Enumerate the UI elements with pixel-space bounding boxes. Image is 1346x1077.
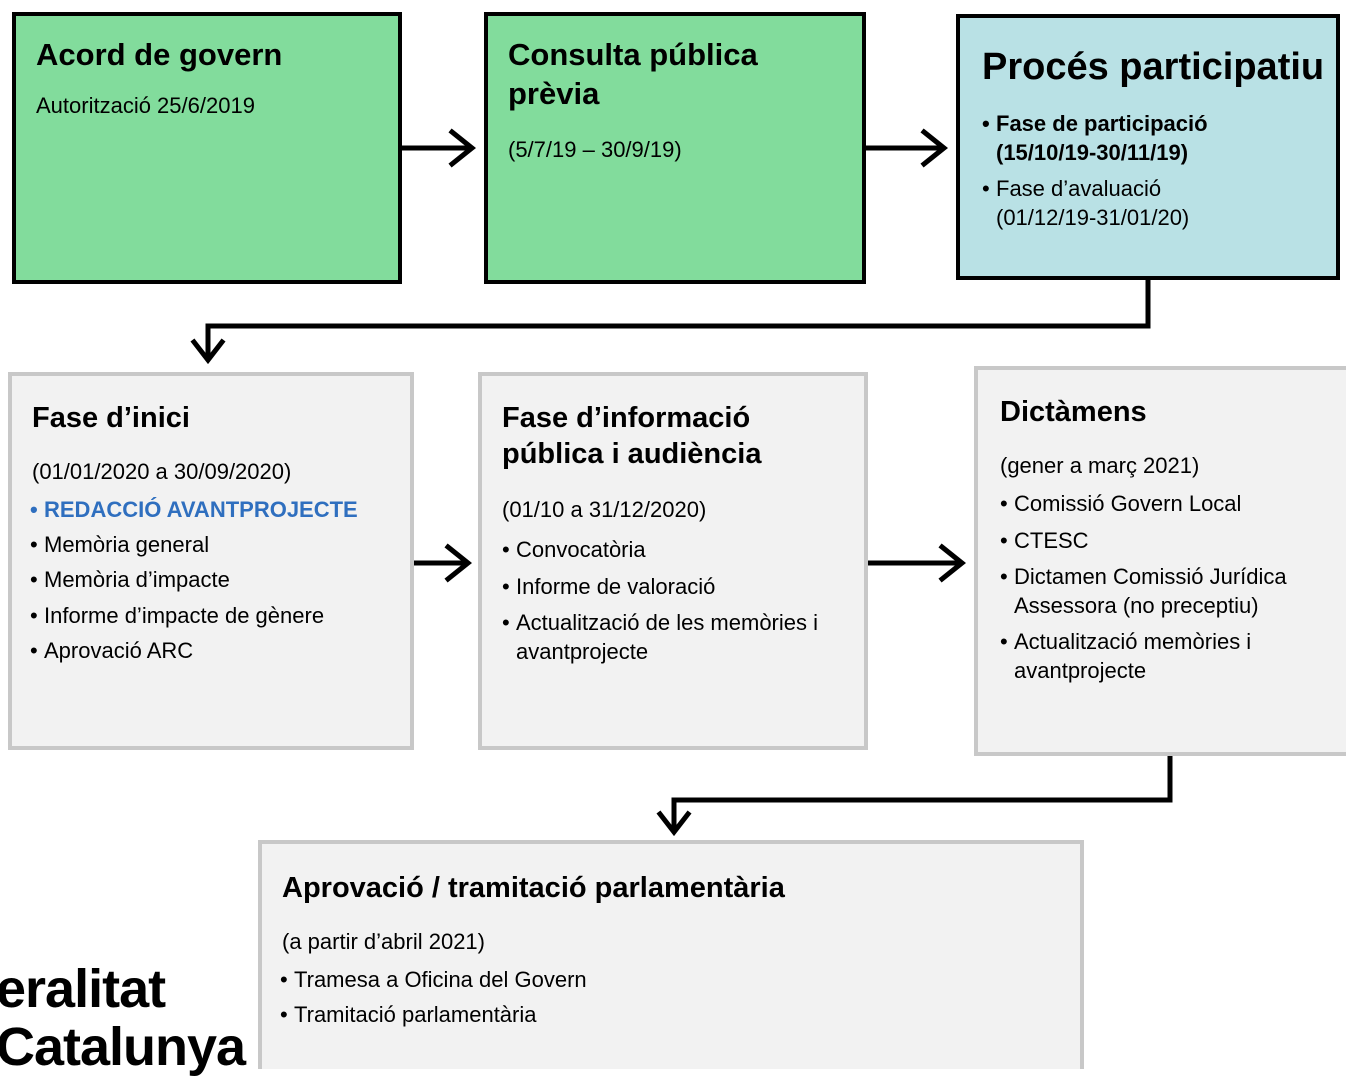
aprovacio-item: Tramitació parlamentària — [280, 997, 880, 1032]
inici-item: Memòria general — [30, 527, 410, 562]
dictamens-items: Comissió Govern Local CTESC Dictamen Com… — [1000, 490, 1330, 694]
inici-title: Fase d’inici — [32, 402, 190, 434]
dictamens-box: Dictàmens (gener a març 2021) Comissió G… — [974, 366, 1346, 756]
informacio-item: Actualització de les memòries i avantpro… — [502, 609, 842, 666]
arrow-proces-inici — [205, 279, 1151, 361]
informacio-items: Convocatòria Informe de valoració Actual… — [502, 536, 842, 674]
dictamens-item: Dictamen Comissió Jurídica Assessora (no… — [1000, 563, 1330, 620]
proces-item: Fase de participació (15/10/19-30/11/19) — [982, 110, 1322, 167]
acord-de-govern-box: Acord de govern Autorització 25/6/2019 — [12, 12, 402, 284]
logo-line-2: Catalunya — [0, 1017, 246, 1077]
proces-title: Procés participatiu — [982, 46, 1325, 88]
aprovacio-subtitle: (a partir d’abril 2021) — [282, 929, 485, 954]
generalitat-logo: eralitat Catalunya — [0, 959, 246, 1077]
aprovacio-items: Tramesa a Oficina del Govern Tramitació … — [280, 962, 880, 1033]
inici-item: Aprovació ARC — [30, 633, 410, 668]
proces-participatiu-box: Procés participatiu Fase de participació… — [956, 14, 1340, 280]
proces-items: Fase de participació (15/10/19-30/11/19)… — [982, 110, 1322, 240]
informacio-item: Informe de valoració — [502, 573, 842, 602]
dictamens-title: Dictàmens — [1000, 396, 1147, 428]
aprovacio-item: Tramesa a Oficina del Govern — [280, 962, 880, 997]
inici-item: REDACCIÓ AVANTPROJECTE — [30, 492, 410, 527]
aprovacio-title: Aprovació / tramitació parlamentària — [282, 872, 785, 904]
proces-item-label: Fase d’avaluació — [996, 176, 1162, 202]
proces-item-label: Fase de participació — [996, 111, 1208, 136]
consulta-publica-box: Consulta pública prèvia (5/7/19 – 30/9/1… — [484, 12, 866, 284]
informacio-item: Convocatòria — [502, 536, 842, 565]
dictamens-subtitle: (gener a març 2021) — [1000, 453, 1200, 478]
inici-item: Informe d’impacte de gènere — [30, 598, 410, 633]
aprovacio-box: Aprovació / tramitació parlamentària (a … — [258, 840, 1084, 1069]
consulta-title: Consulta pública prèvia — [508, 37, 758, 111]
proces-item: Fase d’avaluació (01/12/19-31/01/20) — [982, 175, 1322, 232]
dictamens-item: Comissió Govern Local — [1000, 490, 1330, 519]
dictamens-item: Actualització memòries i avantprojecte — [1000, 628, 1330, 685]
inici-item: Memòria d’impacte — [30, 562, 410, 597]
proces-item-dates: (15/10/19-30/11/19) — [996, 139, 1189, 165]
consulta-subtitle: (5/7/19 – 30/9/19) — [508, 137, 682, 162]
acord-title: Acord de govern — [36, 37, 283, 72]
informacio-subtitle: (01/10 a 31/12/2020) — [502, 497, 707, 522]
acord-subtitle: Autorització 25/6/2019 — [36, 93, 255, 118]
proces-item-dates: (01/12/19-31/01/20) — [996, 204, 1190, 230]
informacio-title: Fase d’informació pública i audiència — [502, 402, 762, 471]
inici-items: REDACCIÓ AVANTPROJECTE Memòria general M… — [30, 492, 410, 668]
dictamens-item: CTESC — [1000, 527, 1330, 556]
logo-line-1: eralitat — [0, 959, 166, 1019]
fase-inici-box: Fase d’inici (01/01/2020 a 30/09/2020) R… — [8, 372, 414, 750]
inici-subtitle: (01/01/2020 a 30/09/2020) — [32, 459, 292, 484]
fase-informacio-box: Fase d’informació pública i audiència (0… — [478, 372, 868, 750]
arrow-dictamens-aprovacio — [671, 753, 1173, 833]
